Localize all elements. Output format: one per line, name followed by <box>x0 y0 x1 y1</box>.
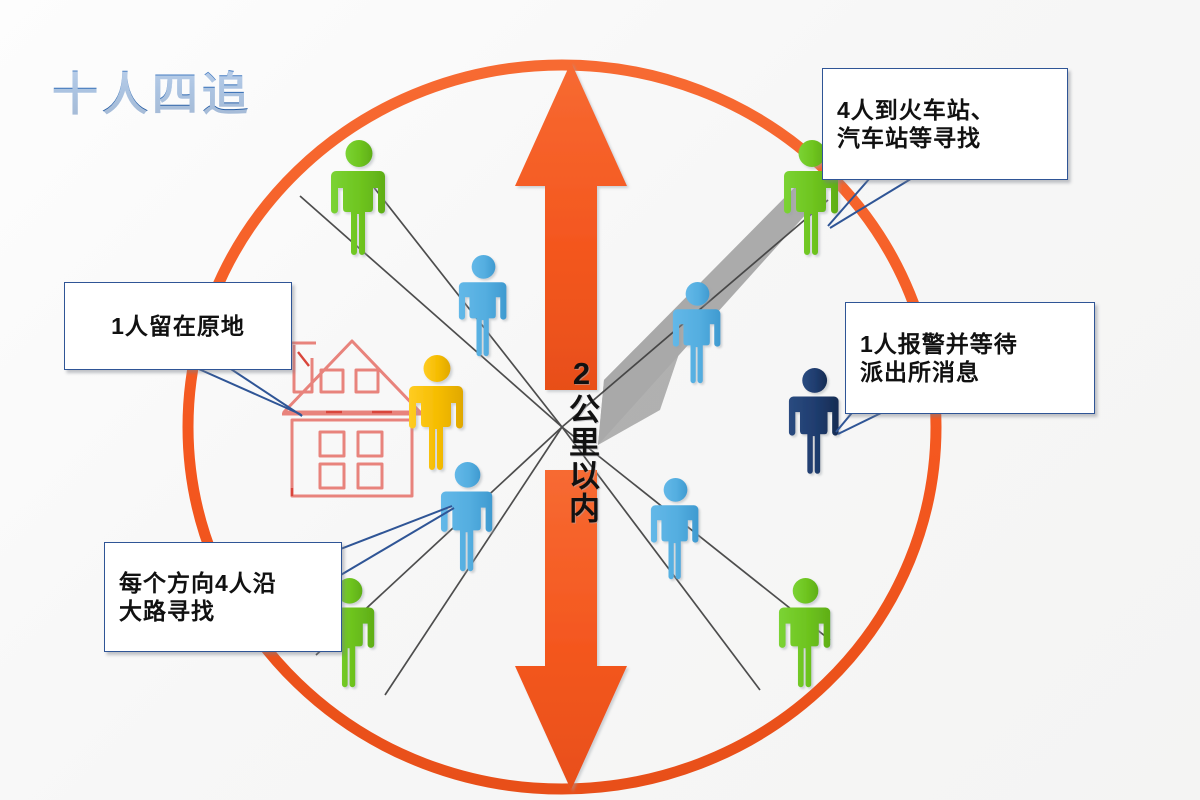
figure-green-nw <box>331 140 385 255</box>
search-radius-circle <box>182 59 942 795</box>
arrow-down-icon <box>515 470 627 790</box>
callout-station-label: 4人到火车站、 汽车站等寻找 <box>837 96 995 151</box>
house-icon <box>282 339 422 498</box>
callout-police-label: 1人报警并等待 派出所消息 <box>860 330 1018 385</box>
figure-navy-police <box>788 368 839 474</box>
callout-stay-put[interactable]: 1人留在原地 <box>64 282 292 370</box>
arrow-up-icon <box>515 62 627 390</box>
callout-roads[interactable]: 每个方向4人沿 大路寻找 <box>104 542 342 652</box>
page-title: 十人四追 <box>52 58 252 124</box>
figure-blue-sw <box>440 462 493 572</box>
callout-police[interactable]: 1人报警并等待 派出所消息 <box>845 302 1095 414</box>
callout-roads-label: 每个方向4人沿 大路寻找 <box>119 569 277 624</box>
callout-stay-put-label: 1人留在原地 <box>111 312 245 339</box>
figure-green-se <box>778 578 831 688</box>
figure-blue-se <box>650 478 699 580</box>
center-radius-label: 2公里以内 <box>564 356 599 525</box>
callout-station[interactable]: 4人到火车站、 汽车站等寻找 <box>822 68 1068 180</box>
